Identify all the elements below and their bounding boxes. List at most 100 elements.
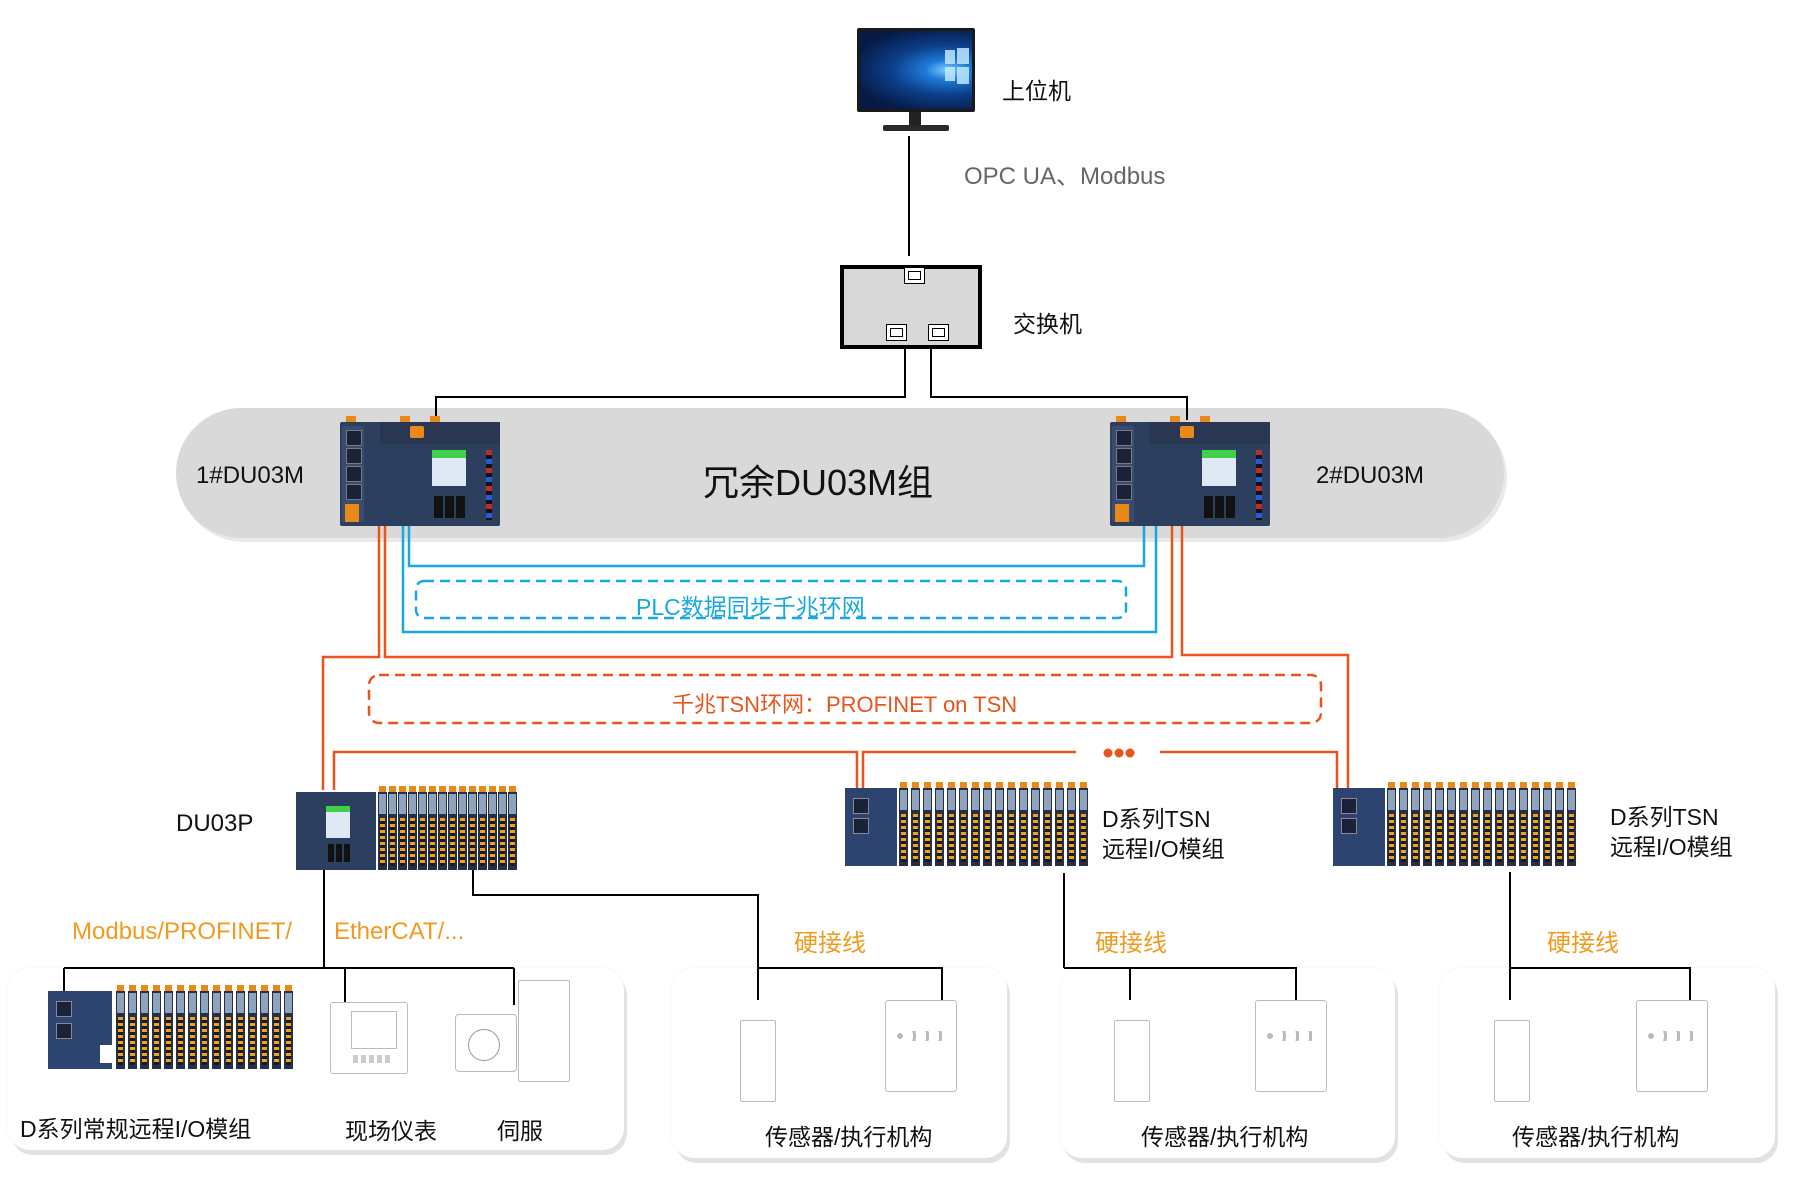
io-module-connector [984, 782, 991, 788]
switch-label: 交换机 [1013, 311, 1082, 337]
io-module-connector [1080, 782, 1087, 788]
hardwire-label-3: 硬接线 [1547, 930, 1619, 957]
io-module-slice [448, 792, 457, 870]
tsn-ring-a [321, 525, 381, 790]
io-module-slice [458, 792, 467, 870]
io-module-slice [200, 991, 209, 1069]
servo-drive-icon [518, 980, 570, 1082]
sync-ring-dashed-frame [414, 579, 1128, 620]
io-module-slice [1067, 788, 1076, 866]
io-module-connector [972, 782, 979, 788]
io-module-slice [272, 991, 281, 1069]
sensor-1-icon [740, 1020, 776, 1102]
sensor-3-icon [1494, 1020, 1530, 1102]
io-module-slice [1519, 788, 1528, 866]
io-module-connector [201, 985, 208, 991]
monitor-icon [857, 28, 977, 138]
io-module-connector [1508, 782, 1515, 788]
servo-label: 伺服 [497, 1118, 543, 1144]
io-module-connector [165, 985, 172, 991]
remote-io-icon [48, 985, 300, 1069]
sync-ring-outer [401, 525, 1158, 634]
io-module-slice [1423, 788, 1432, 866]
io-module-connector [439, 786, 446, 792]
tsn-chain-1 [332, 750, 859, 790]
io-module-connector [1008, 782, 1015, 788]
io-module-connector [1520, 782, 1527, 788]
io-module-connector [285, 985, 292, 991]
du03p-controller-icon [296, 786, 526, 870]
io-module-connector [1032, 782, 1039, 788]
du03p-label: DU03P [176, 810, 254, 837]
io-module-connector [499, 786, 506, 792]
du03p-hardwire-line [472, 866, 759, 968]
contactor-2-icon [1255, 1000, 1327, 1092]
tsn-ring-dashed-frame [367, 673, 1323, 725]
io-module-slice [116, 991, 125, 1069]
io-module-connector [237, 985, 244, 991]
io-module-connector [479, 786, 486, 792]
io-module-slice [983, 788, 992, 866]
io-module-slice [176, 991, 185, 1069]
io-module-slice [164, 991, 173, 1069]
tsn-ring-b [383, 525, 1174, 659]
io-module-connector [419, 786, 426, 792]
network-switch-icon [840, 265, 982, 349]
tsn-chain-3 [1160, 750, 1339, 790]
io-module-connector [1436, 782, 1443, 788]
io-module-slice [408, 792, 417, 870]
io-module-connector [936, 782, 943, 788]
io-module-connector [1056, 782, 1063, 788]
io-module-slice [1043, 788, 1052, 866]
io-module-slice [478, 792, 487, 870]
io-module-slice [1007, 788, 1016, 866]
io-module-slice [1411, 788, 1420, 866]
io-module-slice [1447, 788, 1456, 866]
io-module-connector [960, 782, 967, 788]
servo-motor-icon [455, 1014, 517, 1072]
io-module-connector [249, 985, 256, 991]
io-module-connector [459, 786, 466, 792]
io-module-slice [1387, 788, 1396, 866]
host-label: 上位机 [1002, 78, 1071, 104]
io-module-slice [1495, 788, 1504, 866]
io-module-slice [438, 792, 447, 870]
io-module-slice [1435, 788, 1444, 866]
io-module-connector [379, 786, 386, 792]
io-module-connector [177, 985, 184, 991]
io-module-connector [1068, 782, 1075, 788]
io-module-connector [1532, 782, 1539, 788]
host-protocol-label: OPC UA、Modbus [964, 163, 1166, 190]
plc-controller-2-icon [1110, 416, 1280, 528]
io-module-connector [900, 782, 907, 788]
io-module-slice [236, 991, 245, 1069]
plc1-label: 1#DU03M [196, 462, 305, 489]
io-module-slice [995, 788, 1004, 866]
sensor-actuator-label-3: 传感器/执行机构 [1512, 1124, 1680, 1150]
io-module-connector [1568, 782, 1575, 788]
tsn-ring-c [1180, 525, 1350, 790]
hardwire-3-actuator [1510, 967, 1691, 1005]
io-module-connector [1544, 782, 1551, 788]
io-module-slice [260, 991, 269, 1069]
io-module-connector [129, 985, 136, 991]
sensor-actuator-label-1: 传感器/执行机构 [765, 1124, 933, 1150]
io-module-slice [152, 991, 161, 1069]
io-module-slice [1019, 788, 1028, 866]
io-module-slice [899, 788, 908, 866]
io-module-connector [1400, 782, 1407, 788]
switch-to-plc2-line [930, 345, 1188, 420]
io-module-slice [1031, 788, 1040, 866]
switch-uplink-port-icon [904, 267, 925, 284]
io-module-slice [1459, 788, 1468, 866]
io-module-connector [1388, 782, 1395, 788]
io-module-connector [213, 985, 220, 991]
io-module-slice [1543, 788, 1552, 866]
io-module-connector [409, 786, 416, 792]
io-module-connector [429, 786, 436, 792]
io-module-slice [1471, 788, 1480, 866]
io-module-connector [273, 985, 280, 991]
io-module-slice [248, 991, 257, 1069]
tsn-io-station-1-label-line1: D系列TSN [1102, 806, 1211, 832]
io-module-connector [1484, 782, 1491, 788]
